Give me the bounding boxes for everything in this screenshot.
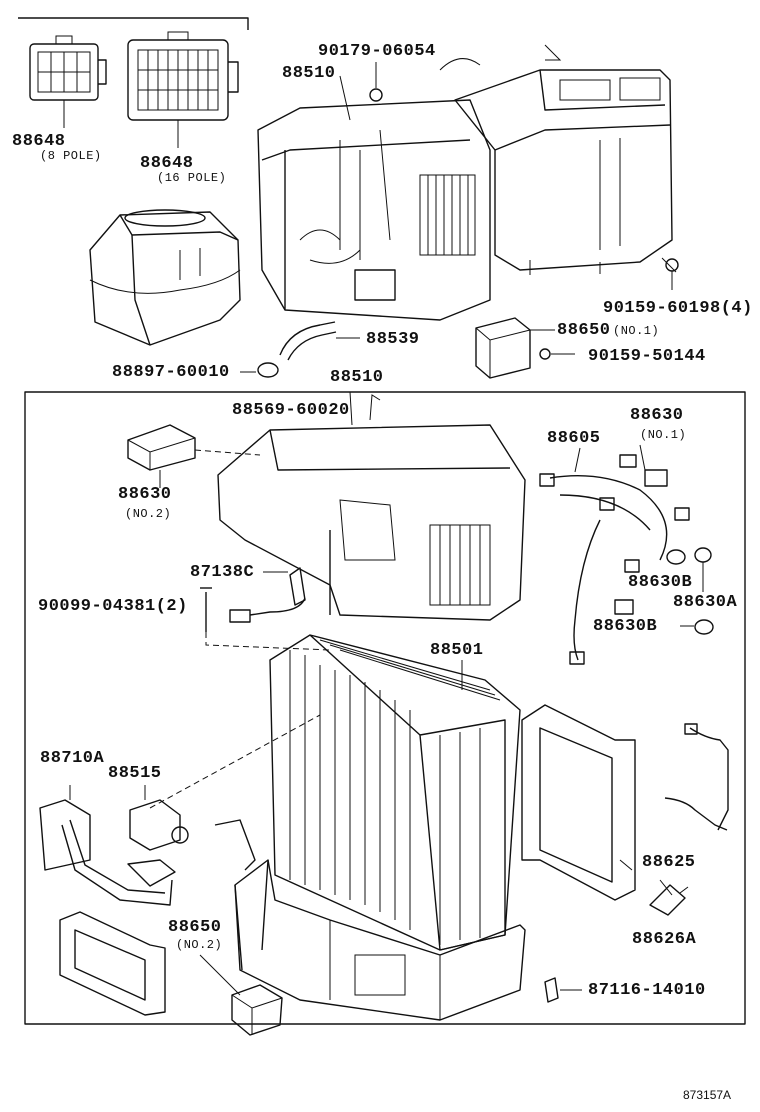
label-88650-no2: 88650 xyxy=(168,918,222,937)
sensor-88630-no2 xyxy=(127,424,261,488)
evaporator-core-88501 xyxy=(149,634,521,951)
sensor-88625 xyxy=(664,723,729,831)
label-88625: 88625 xyxy=(642,853,696,872)
label-88630a: 88630A xyxy=(673,593,738,612)
label-87138c: 87138C xyxy=(190,563,255,582)
connector-8-pole xyxy=(29,35,107,128)
label-90159-50144: 90159-50144 xyxy=(588,347,706,366)
label-88650-no1: 88650 xyxy=(557,321,611,340)
label-88510-mid: 88510 xyxy=(330,368,384,387)
label-88605: 88605 xyxy=(547,429,601,448)
screw-90159-60198 xyxy=(661,257,679,290)
evaporator-case-upper xyxy=(217,394,526,621)
label-88501: 88501 xyxy=(430,641,484,660)
label-88515: 88515 xyxy=(108,764,162,783)
label-90179-06054: 90179-06054 xyxy=(318,42,436,61)
label-88630b-2: 88630B xyxy=(593,617,658,636)
label-88630-no1-sub: (NO.1) xyxy=(640,428,687,442)
label-87116-14010: 87116-14010 xyxy=(588,981,706,1000)
reference-number: 873157A xyxy=(683,1088,732,1102)
sensor-88630b xyxy=(666,549,714,635)
amplifier-88650-no1 xyxy=(475,317,555,379)
screw-90179 xyxy=(369,62,383,102)
label-88539: 88539 xyxy=(366,330,420,349)
connector-16-pole xyxy=(127,31,239,148)
label-88710a: 88710A xyxy=(40,749,105,768)
label-88648-16pole-sub: (16 POLE) xyxy=(157,171,227,185)
expansion-valve-88515 xyxy=(127,785,189,887)
label-88510-top: 88510 xyxy=(282,64,336,83)
drain-hose-88539 xyxy=(279,321,360,361)
heater-housing xyxy=(439,44,673,275)
label-90159-60198: 90159-60198(4) xyxy=(603,299,753,318)
label-88648-8pole: 88648 xyxy=(12,132,66,151)
lower-seal-frame xyxy=(59,911,166,1016)
clip-87116 xyxy=(544,977,582,1003)
label-88630-no1: 88630 xyxy=(630,406,684,425)
label-88626a: 88626A xyxy=(632,930,697,949)
label-88569-60020: 88569-60020 xyxy=(232,401,350,420)
sensor-88626a xyxy=(649,884,689,916)
grommet-88897 xyxy=(240,362,279,378)
label-88630b-1: 88630B xyxy=(628,573,693,592)
blower-housing xyxy=(89,209,241,346)
evaporator-case-lower xyxy=(214,819,526,1021)
top-group-bracket xyxy=(18,17,249,30)
seal-frame xyxy=(521,704,636,901)
label-88897-60010: 88897-60010 xyxy=(112,363,230,382)
label-88650-no2-sub: (NO.2) xyxy=(176,938,223,952)
wire-harness-88605 xyxy=(539,454,690,665)
expansion-fitting-88710a xyxy=(39,785,173,906)
label-88648-8pole-sub: (8 POLE) xyxy=(40,149,102,163)
evaporator-assembly-upper xyxy=(257,99,491,321)
label-88650-no1-sub: (NO.1) xyxy=(613,324,660,338)
bolt-90099 xyxy=(200,587,331,651)
sensor-88630a xyxy=(694,547,712,592)
label-90099-04381: 90099-04381(2) xyxy=(38,597,188,616)
exploded-view-frame xyxy=(24,391,746,1025)
label-88630-no2-sub: (NO.2) xyxy=(125,507,172,521)
leader-lines xyxy=(339,75,673,896)
screw-90159-50144 xyxy=(539,348,575,360)
thermistor-87138c xyxy=(229,567,306,623)
label-88630-no2: 88630 xyxy=(118,485,172,504)
resistor-88650-no2 xyxy=(199,954,283,1036)
label-88648-16pole: 88648 xyxy=(140,154,194,173)
